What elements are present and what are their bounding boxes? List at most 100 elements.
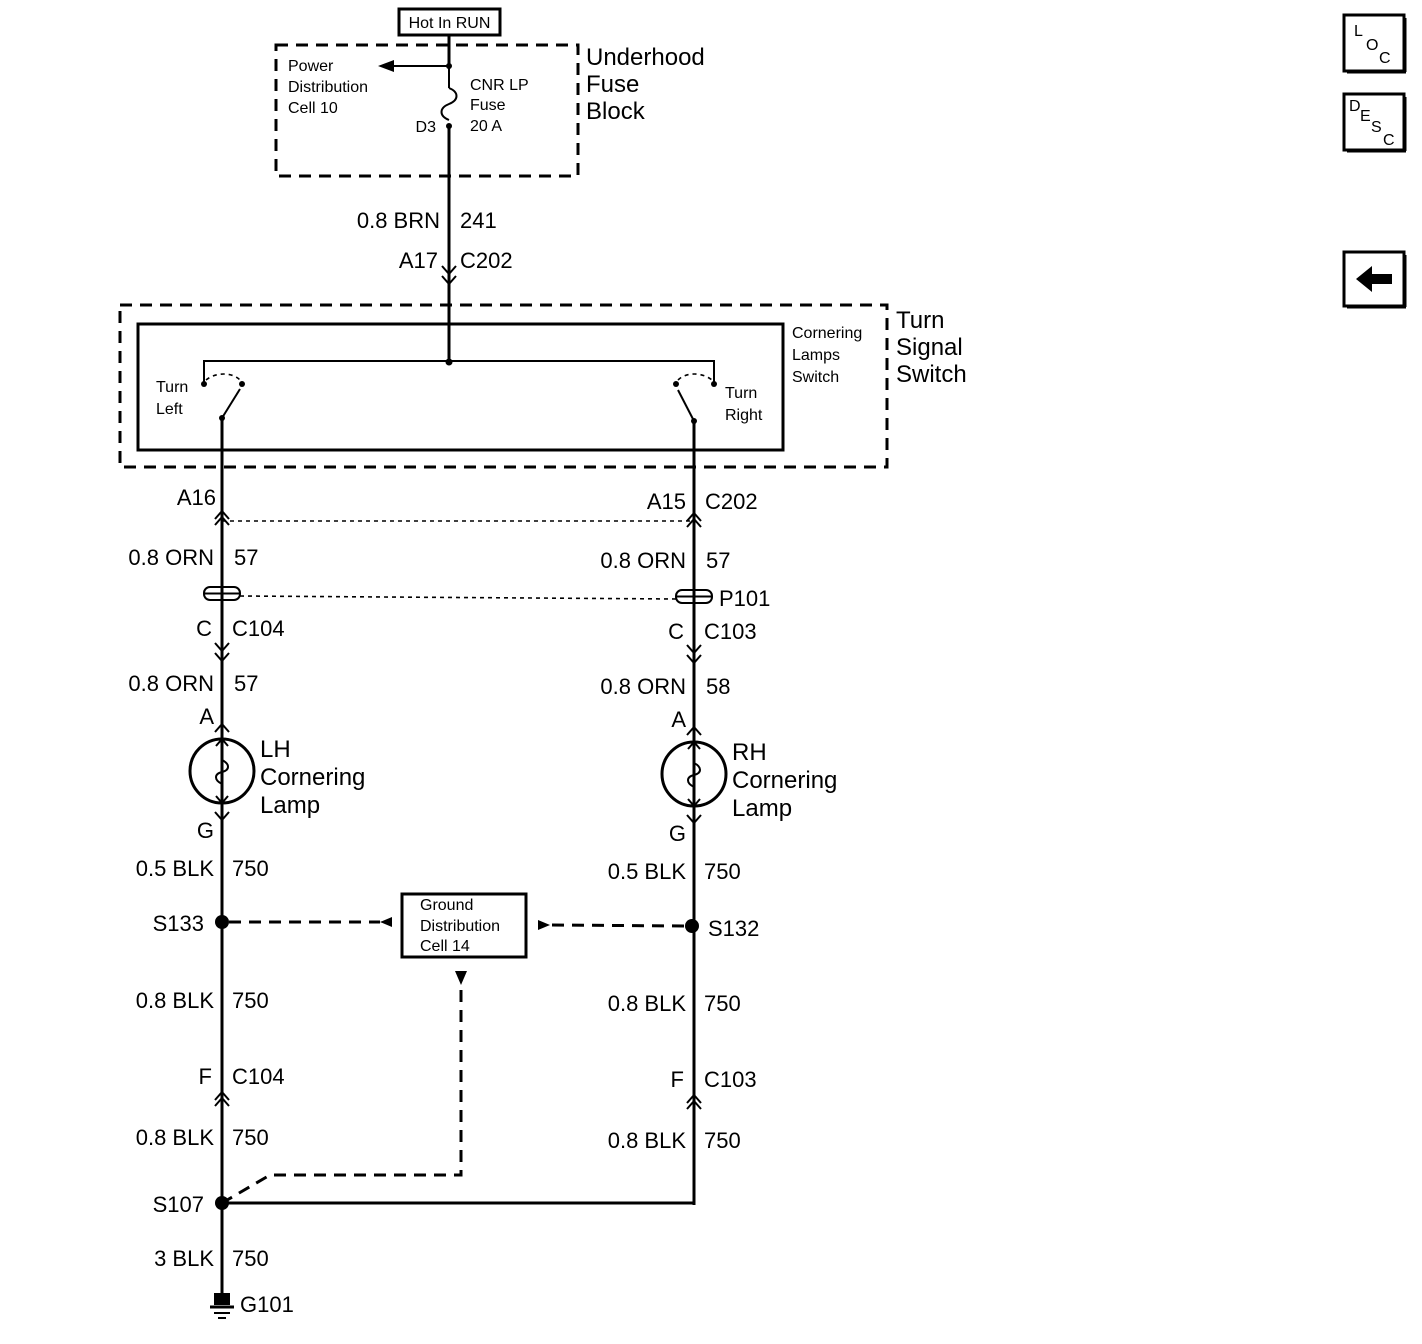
left-switch-contact bbox=[221, 388, 241, 419]
turn-left-label-line2: Left bbox=[156, 401, 183, 418]
splice-s132 bbox=[685, 919, 699, 933]
right-conn-id: C103 bbox=[704, 619, 757, 644]
desc-letter-e: E bbox=[1360, 108, 1371, 125]
desc-letter-c: C bbox=[1383, 132, 1395, 149]
left-conn-pin: C bbox=[196, 616, 212, 641]
right-wire1-color: 0.8 ORN bbox=[600, 548, 686, 573]
loc-button[interactable]: L O C bbox=[1342, 13, 1407, 74]
passthrough-label: P101 bbox=[719, 586, 770, 611]
turn-right-label-line1: Turn bbox=[725, 385, 757, 402]
left-lamp-pin-a: A bbox=[199, 704, 214, 729]
turn-right-label-line2: Right bbox=[725, 407, 763, 424]
left-wire6-circuit: 750 bbox=[232, 1246, 269, 1271]
ground-dist-label-line1: Ground bbox=[420, 897, 473, 914]
ground-dist-label-line3: Cell 14 bbox=[420, 938, 470, 955]
ground-icon bbox=[210, 1293, 234, 1319]
cornering-switch-label-line2: Lamps bbox=[792, 347, 840, 364]
right-switch-contact bbox=[677, 389, 695, 422]
switch-bus bbox=[203, 360, 715, 383]
rh-lamp-label-line2: Cornering bbox=[732, 767, 837, 794]
underhood-label-line1: Underhood bbox=[586, 44, 705, 71]
right-switch-pin: A15 bbox=[647, 489, 686, 514]
arrow-left-icon bbox=[380, 917, 392, 927]
left-conn-id: C104 bbox=[232, 616, 285, 641]
right-wire4-color: 0.8 BLK bbox=[608, 991, 687, 1016]
underhood-label-line2: Fuse bbox=[586, 71, 639, 98]
left-wire2-color: 0.8 ORN bbox=[128, 671, 214, 696]
left-wire5-circuit: 750 bbox=[232, 1125, 269, 1150]
left-wire6-color: 3 BLK bbox=[154, 1246, 214, 1271]
right-wire4-circuit: 750 bbox=[704, 991, 741, 1016]
splice-s107 bbox=[215, 1196, 229, 1210]
ground-distribution-box bbox=[400, 892, 528, 959]
fuse-label-line1: CNR LP bbox=[470, 77, 529, 94]
right-wire2-color: 0.8 ORN bbox=[600, 674, 686, 699]
rh-lamp-label-line1: RH bbox=[732, 739, 767, 766]
feed-wire-color: 0.8 BRN bbox=[357, 208, 440, 233]
splice-s133 bbox=[215, 915, 229, 929]
splice-s133-label: S133 bbox=[153, 911, 204, 936]
connector-chevron-icon bbox=[441, 265, 457, 286]
left-wire3-circuit: 750 bbox=[232, 856, 269, 881]
left-wire5-color: 0.8 BLK bbox=[136, 1125, 215, 1150]
right-wire5-color: 0.8 BLK bbox=[608, 1128, 687, 1153]
right-switch-connector: C202 bbox=[705, 489, 758, 514]
right-conn2-pin: F bbox=[671, 1067, 684, 1092]
left-wire4-circuit: 750 bbox=[232, 988, 269, 1013]
pdc-label-line3: Cell 10 bbox=[288, 100, 338, 117]
left-arrow-icon bbox=[1356, 266, 1392, 292]
ground-dist-label-line2: Distribution bbox=[420, 918, 500, 935]
back-button[interactable] bbox=[1342, 250, 1407, 309]
right-wire2-circuit: 58 bbox=[706, 674, 730, 699]
connector-chevron-icon bbox=[686, 1093, 702, 1110]
cornering-switch-label-line1: Cornering bbox=[792, 325, 862, 342]
lh-lamp-label-line3: Lamp bbox=[260, 792, 320, 819]
feed-connector-id: C202 bbox=[460, 248, 513, 273]
right-wire5-circuit: 750 bbox=[704, 1128, 741, 1153]
left-switch-pin: A16 bbox=[177, 485, 216, 510]
rh-lamp-label-line3: Lamp bbox=[732, 795, 792, 822]
arrow-left-icon bbox=[378, 60, 394, 72]
connector-chevron-icon bbox=[214, 509, 230, 526]
feed-circuit-number: 241 bbox=[460, 208, 497, 233]
cornering-lamps-switch-box bbox=[136, 322, 785, 452]
left-lamp-pin-g: G bbox=[197, 818, 214, 843]
splice-s132-label: S132 bbox=[708, 916, 759, 941]
right-conn2-id: C103 bbox=[704, 1067, 757, 1092]
lh-lamp-label-line2: Cornering bbox=[260, 764, 365, 791]
left-conn2-pin: F bbox=[199, 1064, 212, 1089]
left-wire1-color: 0.8 ORN bbox=[128, 545, 214, 570]
ground-g101-label: G101 bbox=[240, 1292, 294, 1317]
left-wire2-circuit: 57 bbox=[234, 671, 258, 696]
turn-signal-switch-outline bbox=[118, 303, 889, 469]
right-wire3-circuit: 750 bbox=[704, 859, 741, 884]
right-return-wire bbox=[222, 1201, 696, 1205]
underhood-label-line3: Block bbox=[586, 98, 646, 125]
left-wire1-circuit: 57 bbox=[234, 545, 258, 570]
feed-connector-pin: A17 bbox=[399, 248, 438, 273]
left-conn2-id: C104 bbox=[232, 1064, 285, 1089]
loc-letter-c: C bbox=[1379, 50, 1391, 67]
turn-signal-label-line3: Switch bbox=[896, 361, 967, 388]
left-wire3-color: 0.5 BLK bbox=[136, 856, 215, 881]
turn-signal-label-line2: Signal bbox=[896, 334, 963, 361]
hot-in-run-label: Hot In RUN bbox=[409, 15, 491, 32]
pdc-label-line2: Distribution bbox=[288, 79, 368, 96]
right-wire1-circuit: 57 bbox=[706, 548, 730, 573]
pdc-label-line1: Power bbox=[288, 58, 334, 75]
arrow-down-icon bbox=[455, 971, 467, 985]
splice-s107-label: S107 bbox=[153, 1192, 204, 1217]
left-wire4-color: 0.8 BLK bbox=[136, 988, 215, 1013]
desc-letter-s: S bbox=[1371, 119, 1382, 136]
cornering-switch-label-line3: Switch bbox=[792, 369, 839, 386]
right-lamp-pin-a: A bbox=[671, 707, 686, 732]
right-wire3-color: 0.5 BLK bbox=[608, 859, 687, 884]
turn-signal-label-line1: Turn bbox=[896, 307, 944, 334]
loc-letter-o: O bbox=[1366, 37, 1378, 54]
desc-button[interactable]: D E S C bbox=[1342, 92, 1407, 153]
right-lamp-pin-g: G bbox=[669, 821, 686, 846]
arrow-right-icon bbox=[538, 920, 550, 930]
connector-chevron-icon bbox=[214, 642, 230, 663]
lh-lamp-label-line1: LH bbox=[260, 736, 291, 763]
